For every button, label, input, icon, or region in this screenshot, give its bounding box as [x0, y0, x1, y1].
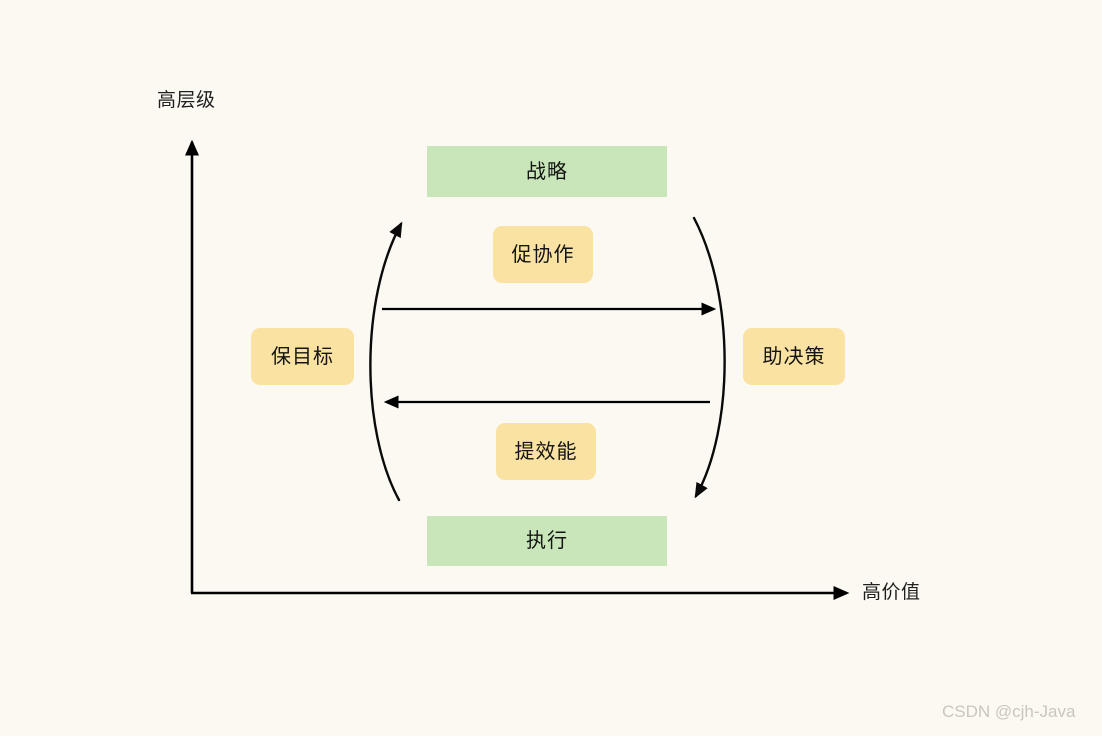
- node-execution-label: 执行: [526, 530, 568, 552]
- node-decisions-label: 助决策: [762, 345, 826, 368]
- x-axis-label: 高价值: [862, 582, 921, 603]
- node-strategy[interactable]: 战略: [427, 146, 667, 197]
- y-axis-label: 高层级: [157, 90, 216, 111]
- node-efficiency-label: 提效能: [514, 440, 578, 463]
- node-efficiency[interactable]: 提效能: [496, 423, 596, 480]
- right-curved-arrow: [692, 216, 726, 499]
- node-goals[interactable]: 保目标: [251, 328, 354, 385]
- node-strategy-label: 战略: [526, 160, 568, 183]
- node-execution[interactable]: 执行: [427, 516, 667, 566]
- node-collaboration[interactable]: 促协作: [493, 226, 593, 283]
- watermark: CSDN @cjh-Java: [942, 702, 1076, 721]
- node-goals-label: 保目标: [271, 345, 334, 368]
- node-decisions[interactable]: 助决策: [743, 328, 845, 385]
- left-curved-arrow: [369, 221, 403, 502]
- node-collaboration-label: 促协作: [511, 243, 575, 266]
